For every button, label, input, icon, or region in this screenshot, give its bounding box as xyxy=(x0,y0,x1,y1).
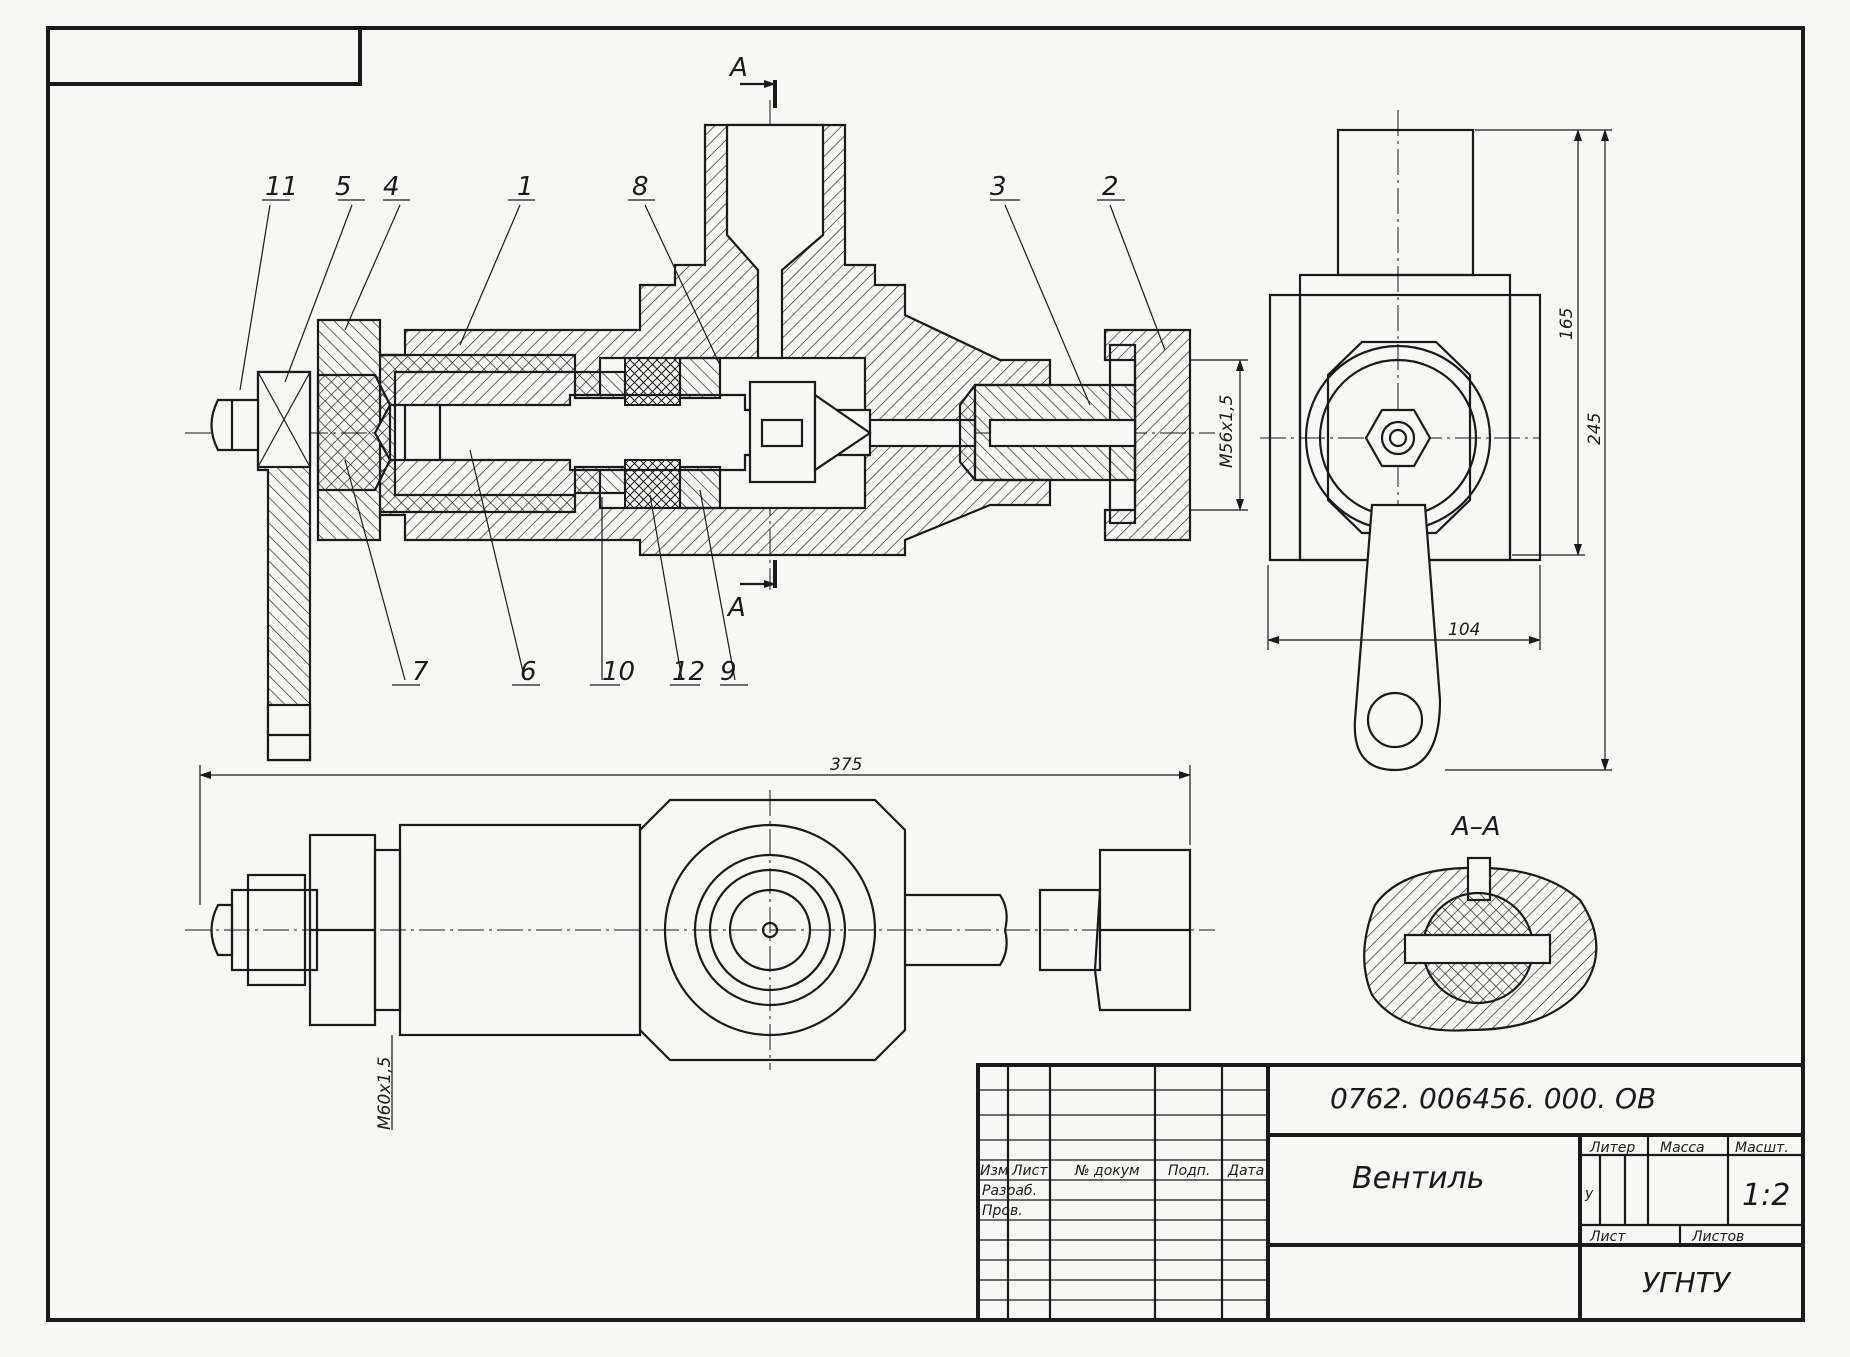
tb-scale-value: 1:2 xyxy=(1742,1178,1790,1213)
section-title-a-a: А–А xyxy=(1450,812,1501,842)
end-nut xyxy=(210,398,260,452)
part-label-3: 3 xyxy=(990,172,1007,202)
part-label-6: 6 xyxy=(520,657,537,687)
tb-header-sign: Подп. xyxy=(1168,1163,1210,1179)
tb-header-date: Дата xyxy=(1227,1163,1264,1179)
part-label-12: 12 xyxy=(672,657,705,687)
tb-row-checked: Пров. xyxy=(982,1203,1023,1219)
bonnet-nut xyxy=(316,318,577,542)
dim-height-165: 165 xyxy=(1557,308,1577,340)
section-a-a: А–А xyxy=(1363,812,1598,1032)
part-label-4: 4 xyxy=(383,172,400,202)
tb-header-doc: № докум xyxy=(1074,1163,1140,1179)
part-label-1: 1 xyxy=(517,172,534,202)
body-top-outline xyxy=(638,798,907,1062)
dim-length-375: 375 xyxy=(830,755,862,775)
hex-nut-small xyxy=(1364,408,1432,468)
valve-plug xyxy=(748,380,817,484)
dim-height-245: 245 xyxy=(1585,413,1605,445)
tb-header-scale: Масшт. xyxy=(1735,1140,1789,1156)
tb-header-sheets: Листов xyxy=(1691,1229,1744,1245)
dim-thread-m60: М60х1,5 xyxy=(375,1057,395,1130)
part-label-11: 11 xyxy=(265,172,298,202)
tb-header-sheet: Лист xyxy=(1589,1229,1626,1245)
tb-litera-value: у xyxy=(1584,1186,1594,1202)
part-label-2: 2 xyxy=(1102,172,1119,202)
part-label-7: 7 xyxy=(412,657,429,687)
part-label-9: 9 xyxy=(720,657,737,687)
front-section-view: А А М56х1,5 11 5 4 1 8 3 2 7 6 xyxy=(185,53,1248,762)
tb-row-developer: Разраб. xyxy=(982,1183,1037,1199)
outer-frame xyxy=(46,26,1805,1322)
top-view: 375 М60х1,5 xyxy=(185,755,1215,1130)
tb-header-list: Лист xyxy=(1011,1163,1048,1179)
corner-stamp-box xyxy=(46,26,362,86)
tb-header-litera: Литер xyxy=(1589,1140,1635,1156)
side-view: 104 165 245 xyxy=(1260,110,1612,772)
title-block: Изм Лист № докум Подп. Дата Разраб. Пров… xyxy=(976,1063,1805,1322)
handle-side xyxy=(1353,503,1442,772)
hex-union-outline xyxy=(1326,340,1472,535)
dim-width-104: 104 xyxy=(1448,620,1480,640)
part-label-5: 5 xyxy=(335,172,352,202)
dim-thread-m56: М56х1,5 xyxy=(1217,395,1237,468)
union-nut xyxy=(1103,328,1192,542)
section-mark-bottom: А xyxy=(726,593,746,623)
tb-header-mass: Масса xyxy=(1660,1140,1705,1156)
tb-designation: 0762. 006456. 000. ОВ xyxy=(1330,1082,1656,1115)
section-mark-top: А xyxy=(728,53,748,83)
part-label-8: 8 xyxy=(632,172,649,202)
tb-part-name: Вентиль xyxy=(1352,1161,1484,1196)
tb-organization: УГНТУ xyxy=(1642,1266,1732,1299)
tb-header-izm: Изм xyxy=(980,1163,1009,1179)
part-label-10: 10 xyxy=(602,657,635,687)
